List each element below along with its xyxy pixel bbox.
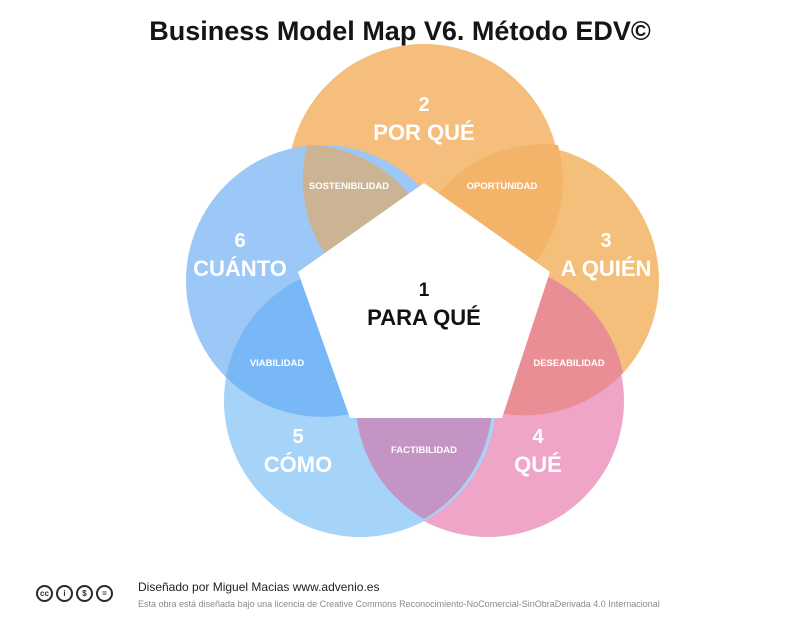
circle-3-label: A QUIÉN (561, 256, 652, 281)
circle-2-number: 2 (418, 94, 429, 116)
circle-5-label: CÓMO (264, 452, 332, 477)
center-pentagon (298, 183, 550, 418)
license-text: Esta obra está diseñada bajo una licenci… (138, 599, 660, 609)
diagram-title: Business Model Map V6. Método EDV© (149, 16, 651, 46)
no-derivatives-icon: = (96, 585, 113, 602)
circle-6-number: 6 (234, 230, 245, 252)
credit-text: Diseñado por Miguel Macias www.advenio.e… (138, 580, 380, 594)
circle-4-number: 4 (532, 426, 544, 448)
circle-2-label: POR QUÉ (373, 120, 474, 145)
license-icons: cc i $ = (36, 585, 113, 602)
attribution-icon: i (56, 585, 73, 602)
deseabilidad-label: DESEABILIDAD (533, 358, 604, 369)
sostenibilidad-label: SOSTENIBILIDAD (309, 181, 389, 192)
circle-6-label: CUÁNTO (193, 256, 287, 281)
factibilidad-label: FACTIBILIDAD (391, 445, 457, 456)
creative-commons-icon: cc (36, 585, 53, 602)
circle-5-number: 5 (292, 426, 303, 448)
circle-3-number: 3 (600, 230, 611, 252)
viabilidad-label: VIABILIDAD (250, 358, 305, 369)
center-label: PARA QUÉ (367, 305, 481, 330)
circle-4-label: QUÉ (514, 452, 562, 477)
center-number: 1 (419, 280, 430, 301)
non-commercial-icon: $ (76, 585, 93, 602)
oportunidad-label: OPORTUNIDAD (467, 181, 538, 192)
